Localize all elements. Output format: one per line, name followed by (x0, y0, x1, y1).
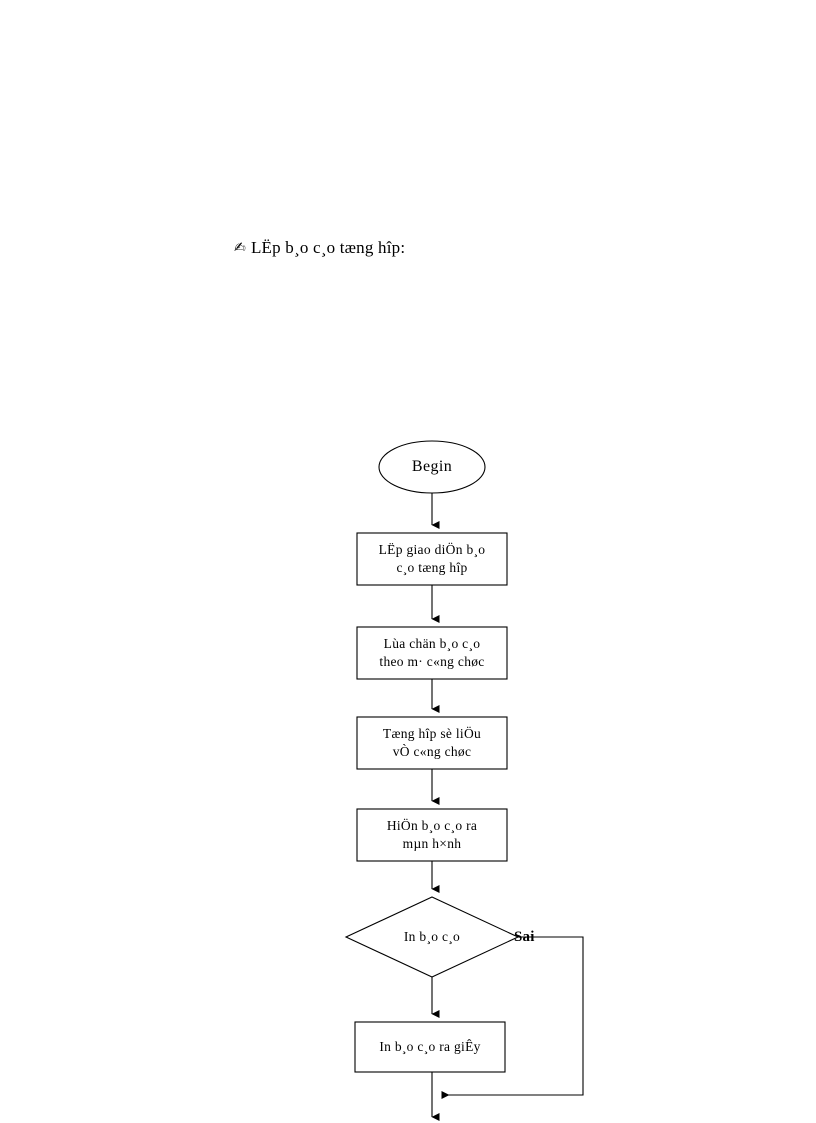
node-step-2 (356, 626, 508, 680)
node-decision-1 (344, 896, 520, 978)
node-step-5 (354, 1021, 506, 1073)
connector-decision-false-loop (441, 936, 584, 1099)
node-step-1 (356, 532, 508, 586)
section-heading-text: LËp b¸o c¸o tæng hîp: (250, 238, 406, 257)
node-step-4 (356, 808, 508, 862)
node-begin (378, 440, 486, 494)
pen-hand-bullet-icon: ✍ (234, 240, 246, 256)
node-step-3 (356, 716, 508, 770)
section-heading: ✍LËp b¸o c¸o tæng hîp: (234, 237, 405, 259)
